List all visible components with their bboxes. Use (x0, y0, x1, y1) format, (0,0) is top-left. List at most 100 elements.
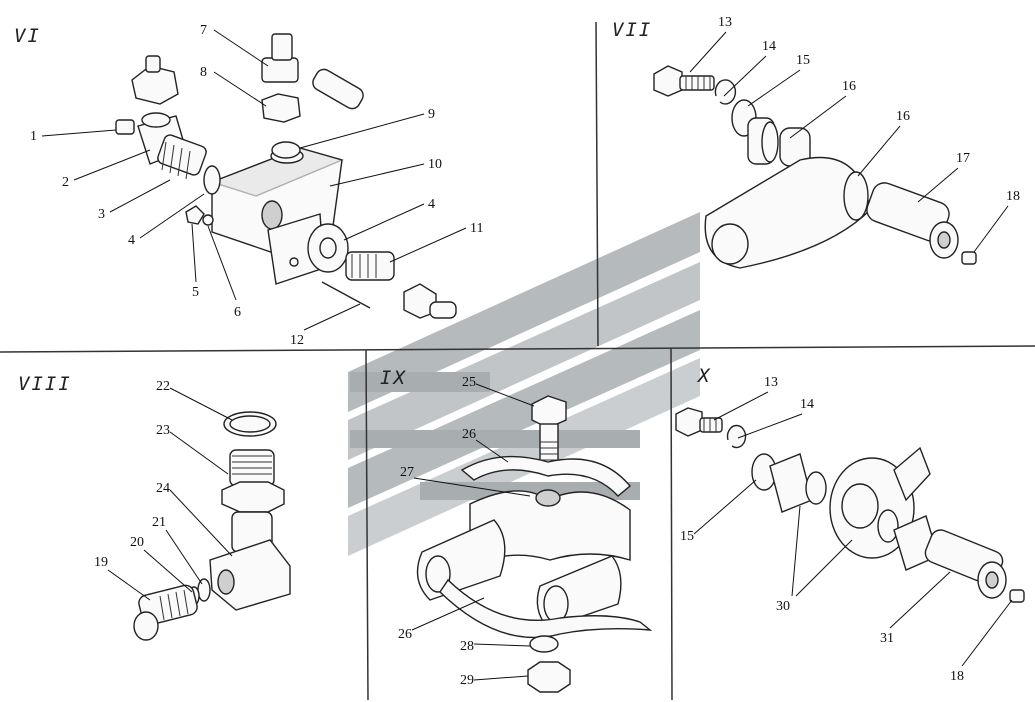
part-13-threads (685, 76, 711, 90)
part-3-fitting (157, 134, 207, 176)
callout-viii-19: 19 (94, 555, 108, 570)
part-30-seal-left (769, 453, 813, 513)
callout-viii-22: 22 (156, 379, 170, 394)
part-23-threads (232, 455, 272, 475)
tee-block-side-port (261, 200, 283, 230)
part-27-center-hole (535, 489, 561, 507)
callout-vii-18: 18 (1006, 189, 1020, 204)
part-x-13-bolt-shank (699, 417, 723, 433)
section-title-x: X (696, 365, 711, 387)
part-6-washer (202, 214, 214, 226)
part-1-nipple (115, 119, 135, 135)
section-vi-drawing (115, 33, 457, 319)
callout-vii-16b: 16 (896, 109, 910, 124)
callout-vii-15: 15 (796, 53, 810, 68)
part-22-o-ring-inner (229, 415, 271, 433)
part-9-ring (271, 141, 301, 159)
section-vii-drawing (653, 65, 977, 269)
callout-ix-27: 27 (400, 465, 414, 480)
callout-viii-23: 23 (156, 423, 170, 438)
part-x-ball-arm (893, 446, 931, 502)
part-14-lock-washer (714, 79, 737, 105)
callout-ix-26b: 26 (398, 627, 412, 642)
section-title-vi: VI (14, 25, 41, 47)
part-7-neck (271, 33, 293, 61)
callout-vi-4a: 4 (128, 233, 135, 248)
divider-ix-x (670, 347, 673, 701)
part-7-tee (261, 57, 299, 83)
callout-ix-28: 28 (460, 639, 474, 654)
part-x-ball-inner (841, 483, 879, 529)
tee-block-top (209, 147, 345, 197)
callout-x-14: 14 (800, 397, 814, 412)
part-12-bolt (321, 281, 371, 309)
part-30-ring-left (805, 471, 827, 505)
callout-vii-17: 17 (956, 151, 970, 166)
section-vi-callouts: 1 2 3 4 5 6 7 8 9 10 4 11 12 (30, 23, 483, 348)
callout-ix-29: 29 (460, 673, 474, 688)
divider-viii-ix (365, 349, 369, 701)
part-19-threads (159, 589, 189, 621)
callout-x-13: 13 (764, 375, 778, 390)
watermark-stripe-1 (348, 212, 700, 412)
part-18-grease-nipple (961, 251, 977, 265)
divider-horizontal (0, 345, 1035, 353)
part-ix-left-tube-end (425, 555, 451, 593)
part-11-tube (429, 301, 457, 319)
part-x-13-bolt-head (675, 407, 703, 437)
part-16-bushing-a-face (761, 121, 779, 163)
part-13-bolt-head (653, 65, 683, 97)
part-13-bolt-shank (679, 75, 715, 91)
section-vii-callouts: 13 14 15 16 16 17 18 (689, 15, 1020, 253)
watermark-stripe-3 (348, 310, 700, 508)
callout-x-18: 18 (950, 669, 964, 684)
part-x-13-threads (703, 418, 717, 432)
part-7-hose-end (312, 68, 364, 110)
callout-ix-26a: 26 (462, 427, 476, 442)
callout-vi-9: 9 (428, 107, 435, 122)
callout-vii-16a: 16 (842, 79, 856, 94)
part-x-14-lock-washer (726, 424, 747, 449)
part-4-washer-upper (203, 165, 221, 195)
part-23-hex (221, 481, 285, 513)
callout-vi-1: 1 (30, 129, 37, 144)
callout-vi-3: 3 (98, 207, 105, 222)
callout-viii-21: 21 (152, 515, 166, 530)
part-28-washer (529, 635, 559, 653)
part-24-side-port (217, 569, 235, 595)
part-top-stud (145, 55, 161, 73)
section-ix-drawing (416, 395, 653, 693)
section-viii-drawing (133, 411, 291, 641)
section-title-viii: VIII (18, 373, 72, 395)
part-2-top-port (141, 112, 171, 128)
part-8-nut (261, 93, 301, 123)
part-17-pin-hole (937, 231, 951, 249)
part-vii-eye-end (711, 223, 749, 265)
part-11-threads (351, 254, 377, 278)
callout-vi-2: 2 (62, 175, 69, 190)
callout-vi-12: 12 (290, 333, 304, 348)
watermark-bar-2 (350, 430, 640, 448)
section-title-vii: VII (612, 19, 652, 41)
part-11-fitting (345, 251, 395, 281)
part-26-upper-clamp (460, 455, 631, 497)
part-16-washer-right (843, 171, 869, 221)
callout-viii-24: 24 (156, 481, 170, 496)
callout-x-15: 15 (680, 529, 694, 544)
callout-vi-5: 5 (192, 285, 199, 300)
callout-vi-4b: 4 (428, 197, 435, 212)
section-title-ix: IX (380, 367, 407, 389)
part-30-ring-right (877, 509, 899, 543)
callout-vi-11: 11 (470, 221, 483, 236)
part-29-nut (527, 661, 571, 693)
callout-vi-6: 6 (234, 305, 241, 320)
watermark-bar-1 (350, 372, 490, 392)
part-25-bolt-head (531, 395, 567, 429)
part-31-pin-hole (985, 571, 999, 589)
part-19-end (133, 611, 159, 641)
callout-vii-13: 13 (718, 15, 732, 30)
callout-ix-25: 25 (462, 375, 476, 390)
divider-vi-vii (595, 21, 599, 347)
section-ix-callouts: 25 26 27 26 28 29 (398, 375, 535, 688)
bracket-hole (289, 257, 299, 267)
